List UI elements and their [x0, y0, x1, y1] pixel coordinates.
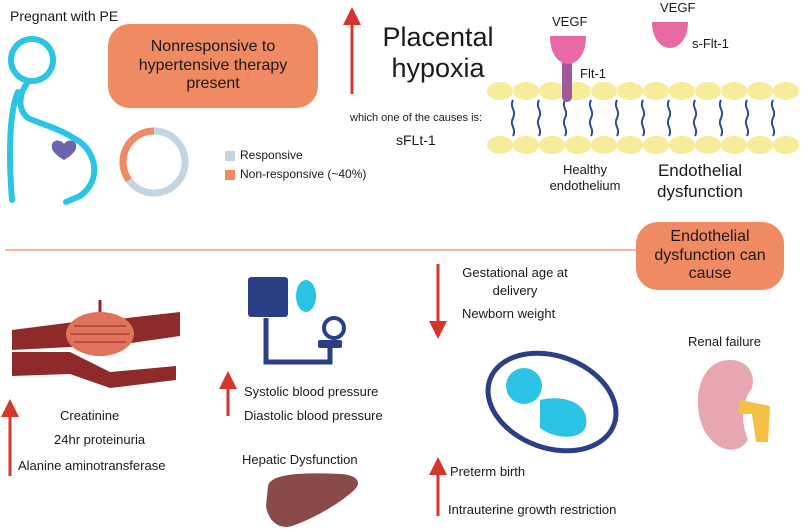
diastolic-label: Diastolic blood pressure — [244, 408, 383, 423]
legend-responsive: Responsive — [240, 148, 303, 162]
proteinuria-label: 24hr proteinuria — [54, 432, 146, 447]
liver-icon — [266, 473, 358, 527]
sflt-text: sFLt-1 — [396, 132, 436, 148]
vegf-left-label: VEGF — [552, 14, 588, 29]
flt1-label: Flt-1 — [580, 66, 606, 81]
heart-icon — [51, 140, 77, 160]
pregnant-label: Pregnant with PE — [10, 8, 119, 24]
endothelium-membrane — [487, 82, 799, 154]
placental-hypoxia-title: Placental hypoxia — [382, 22, 494, 84]
creatinine-label: Creatinine — [60, 408, 120, 423]
fetus-in-uterus-icon — [485, 350, 619, 454]
systolic-label: Systolic blood pressure — [244, 384, 379, 399]
legend-nonresponsive: Non-responsive (~40%) — [240, 167, 367, 181]
hepatic-label: Hepatic Dysfunction — [242, 452, 358, 467]
sflt1-label: s-Flt-1 — [692, 36, 729, 51]
muscle-vessel-icon — [12, 300, 180, 388]
renal-failure-label: Renal failure — [688, 334, 761, 349]
can-cause-box: Endothelial dysfunction can cause — [636, 222, 784, 290]
donut-nonresponsive-segment — [119, 127, 155, 183]
vegf-right-label: VEGF — [660, 0, 696, 15]
gestational-age-label: Gestational age at delivery — [462, 265, 568, 298]
iugr-label: Intrauterine growth restriction — [448, 502, 617, 517]
alt-label: Alanine aminotransferase — [18, 458, 166, 473]
endothelial-dysfunction-label: Endothelial dysfunction — [657, 161, 743, 202]
blood-pressure-monitor-icon — [248, 277, 346, 365]
healthy-endothelium-label: Healthy endothelium — [549, 162, 621, 194]
legend-swatch-nonresponsive — [225, 170, 235, 180]
flt1-receptor-icon — [562, 56, 572, 102]
donut-chart — [119, 127, 189, 197]
preterm-label: Preterm birth — [450, 464, 526, 479]
pregnant-woman-icon — [7, 36, 98, 205]
nonresponsive-box: Nonresponsive to hypertensive therapy pr… — [108, 24, 318, 108]
legend-swatch-responsive — [225, 151, 235, 161]
kidney-icon — [697, 360, 770, 450]
vegf-left-icon — [550, 36, 586, 64]
vegf-right-icon — [652, 22, 688, 48]
newborn-weight-label: Newborn weight — [462, 306, 556, 321]
causes-text: which one of the causes is: — [350, 112, 483, 124]
